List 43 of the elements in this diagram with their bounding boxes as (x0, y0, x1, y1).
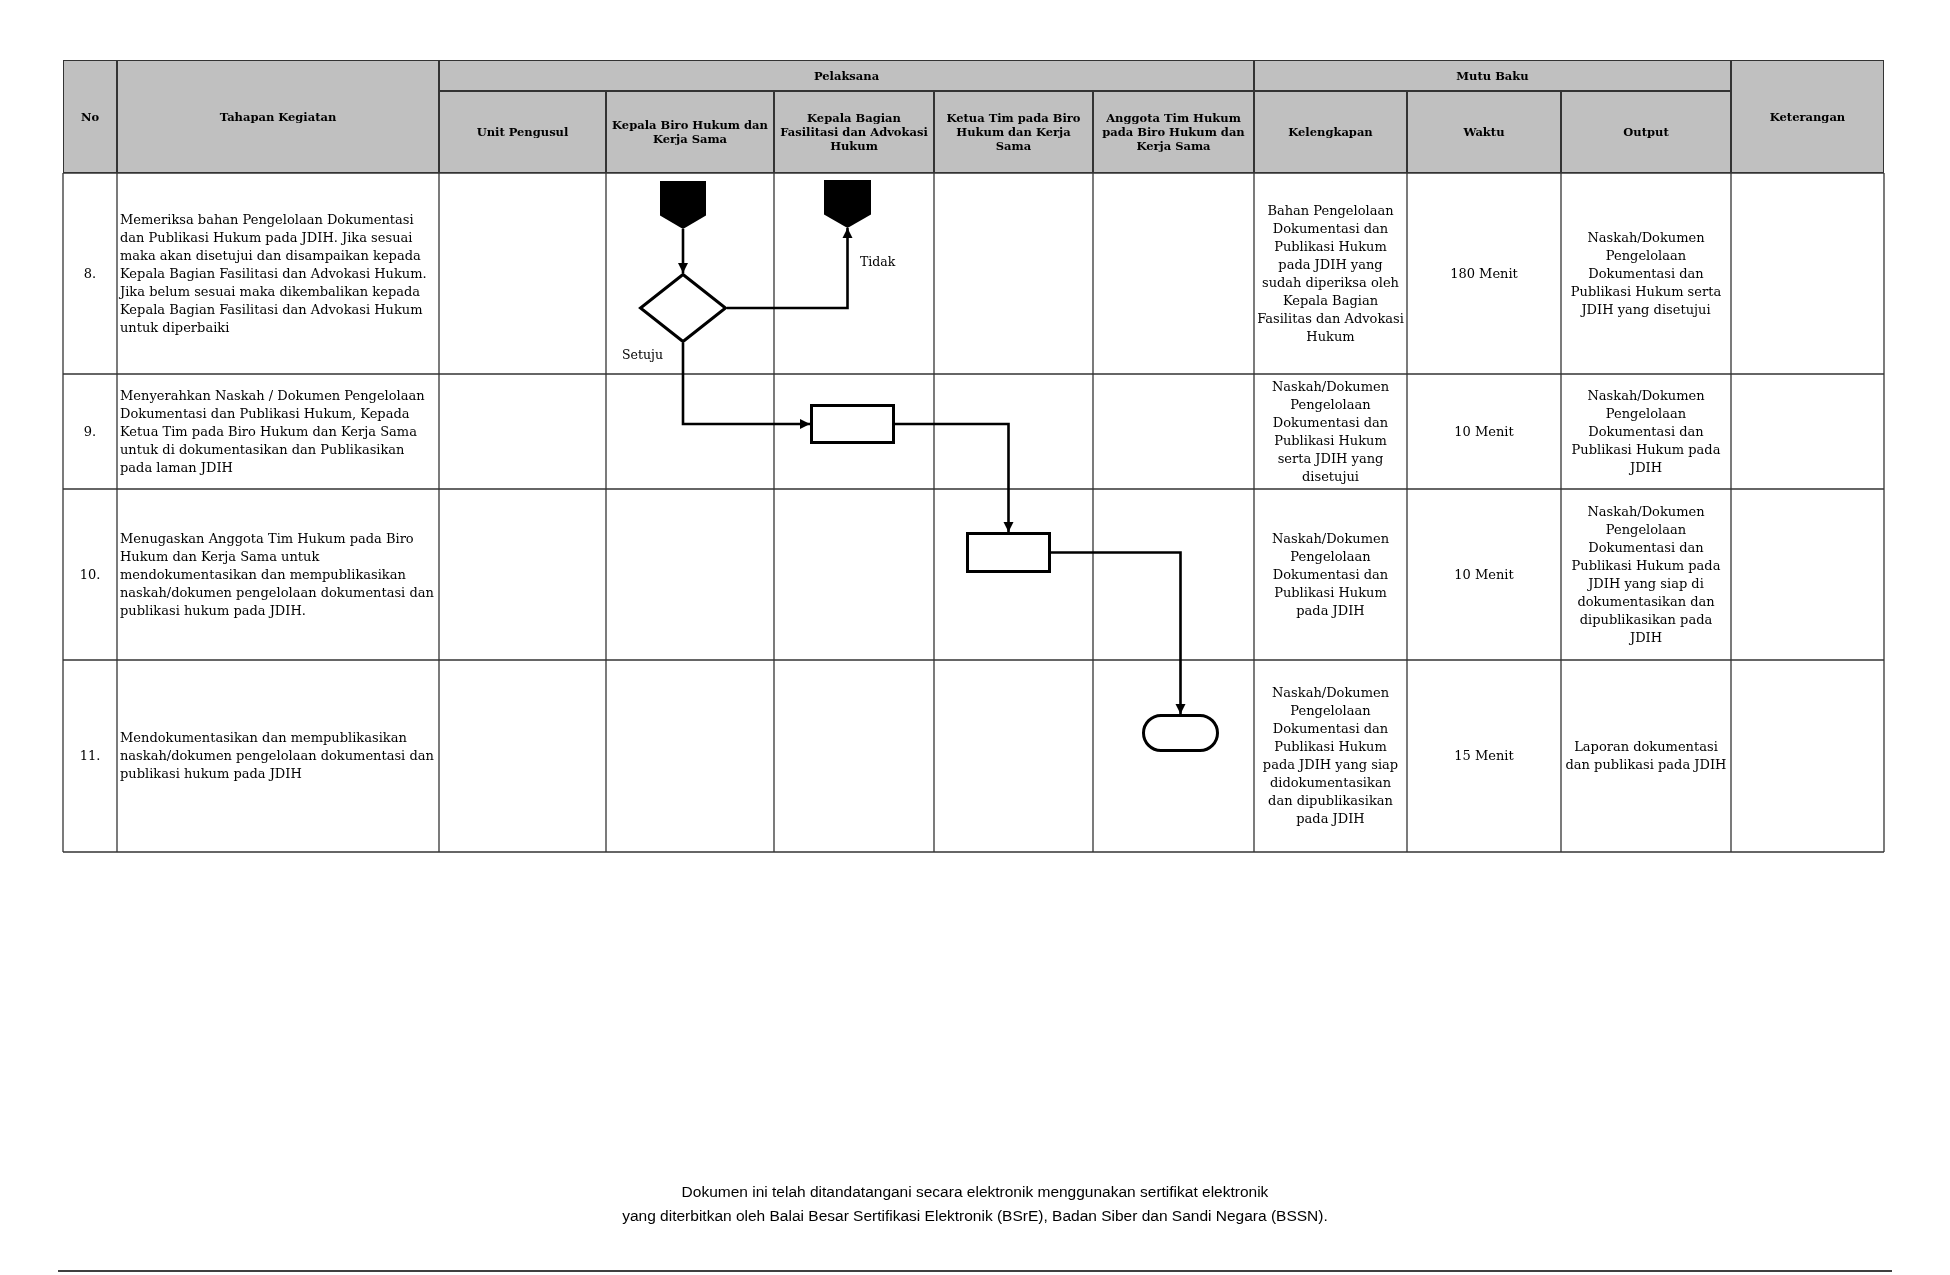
header-cell: Mutu Baku (1254, 60, 1731, 91)
header-cell: Unit Pengusul (439, 91, 606, 173)
header-cell: Kepala Bagian Fasilitasi dan Advokasi Hukum (774, 91, 934, 173)
output-text: Laporan dokumentasi dan publikasi pada JDIH (1564, 738, 1728, 774)
off-page-connector (660, 181, 706, 229)
edge-label: Setuju (620, 347, 665, 362)
requirement-text: Naskah/Dokumen Pengelolaan Dokumentasi dan Publikasi Hukum serta JDIH yang disetujui (1270, 377, 1391, 486)
header-cell: Tahapan Kegiatan (117, 60, 439, 173)
decision-diamond (639, 273, 727, 343)
header-cell: Kelengkapan (1254, 91, 1407, 173)
process-box (810, 404, 895, 444)
header-cell: Waktu (1407, 91, 1561, 173)
header-cell: Pelaksana (439, 60, 1254, 91)
row-number: 10. (78, 565, 102, 584)
row-number: 11. (78, 747, 102, 765)
process-box (966, 532, 1051, 573)
requirement-text: Naskah/Dokumen Pengelolaan Dokumentasi dan Publikasi Hukum pada JDIH (1270, 529, 1391, 620)
output-text: Naskah/Dokumen Pengelolaan Dokumentasi dan Publikasi Hukum pada JDIH yang siap di dokumentasikan dan dipublikasikan pada JDIH (1570, 502, 1722, 647)
row-number: 9. (82, 422, 98, 441)
signature-note: yang diterbitkan oleh Balai Besar Sertifikasi Elektronik (BSrE), Badan Siber dan Sandi Negara (BSSN). (621, 1206, 1329, 1226)
signature-note: Dokumen ini telah ditandatangani secara elektronik menggunakan sertifikat elektronik (680, 1182, 1270, 1202)
duration-text: 10 Menit (1453, 565, 1515, 584)
header-cell: Anggota Tim Hukum pada Biro Hukum dan Kerja Sama (1093, 91, 1254, 173)
row-number: 8. (82, 264, 98, 283)
edge-label: Tidak (858, 254, 898, 269)
requirement-text: Bahan Pengelolaan Dokumentasi dan Publikasi Hukum pada JDIH yang sudah diperiksa oleh Kepala Bagian Fasilitas dan Advokasi Hukum (1256, 201, 1405, 346)
output-text: Naskah/Dokumen Pengelolaan Dokumentasi dan Publikasi Hukum serta JDIH yang disetujui (1569, 228, 1723, 319)
header-cell: Kepala Biro Hukum dan Kerja Sama (606, 91, 774, 173)
header-cell: Keterangan (1731, 60, 1884, 173)
header-cell: No (63, 60, 117, 173)
activity-description: Menyerahkan Naskah / Dokumen Pengelolaan Dokumentasi dan Publikasi Hukum, Kepada Ketua Tim pada Biro Hukum dan Kerja Sama untuk di dokumentasikan dan Publikasikan pada laman JDIH (119, 386, 426, 477)
terminator (1142, 714, 1219, 752)
activity-description: Menugaskan Anggota Tim Hukum pada Biro Hukum dan Kerja Sama untuk mendokumentasikan dan mempublikasikan naskah/dokumen pengelolaan dokumentasi dan publikasi hukum pada JDIH. (119, 529, 435, 620)
output-text: Naskah/Dokumen Pengelolaan Dokumentasi dan Publikasi Hukum pada JDIH (1570, 386, 1722, 477)
duration-text: 10 Menit (1453, 422, 1515, 441)
duration-text: 15 Menit (1453, 747, 1515, 765)
off-page-connector (824, 180, 871, 228)
duration-text: 180 Menit (1449, 264, 1519, 283)
activity-description: Mendokumentasikan dan mempublikasikan naskah/dokumen pengelolaan dokumentasi dan publikasi hukum pada JDIH (119, 729, 435, 783)
header-cell: Ketua Tim pada Biro Hukum dan Kerja Sama (934, 91, 1093, 173)
requirement-text: Naskah/Dokumen Pengelolaan Dokumentasi dan Publikasi Hukum pada JDIH yang siap didokumentasikan dan dipublikasikan pada JDIH (1261, 684, 1400, 828)
activity-description: Memeriksa bahan Pengelolaan Dokumentasi dan Publikasi Hukum pada JDIH. Jika sesuai maka akan disetujui dan disampaikan kepada Kepala Bagian Fasilitasi dan Advokasi Hukum. Jika belum sesuai maka dikembalikan kepada Kepala Bagian Fasilitasi dan Advokasi Hukum untuk diperbaiki (118, 210, 428, 337)
header-cell: Output (1561, 91, 1731, 173)
